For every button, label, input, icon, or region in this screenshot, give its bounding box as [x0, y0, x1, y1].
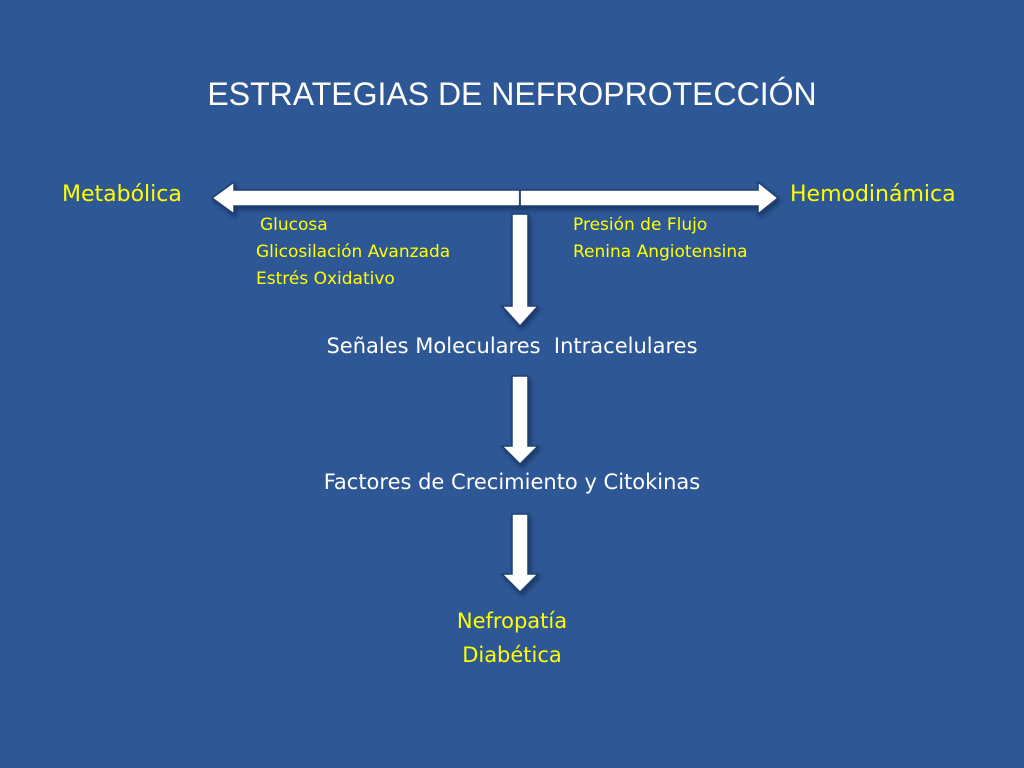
hemodynamic-factors-list: Presión de Flujo Renina Angiotensina — [573, 212, 748, 266]
down-arrow-2 — [500, 375, 540, 466]
slide-title: ESTRATEGIAS DE NEFROPROTECCIÓN — [207, 76, 817, 112]
metabolic-factor-item: Estrés Oxidativo — [256, 269, 395, 289]
growth-factors-step: Factores de Crecimiento y Citokinas — [323, 470, 701, 494]
right-arrow — [519, 180, 780, 216]
metabolic-label: Metabólica — [62, 182, 182, 207]
molecular-signals-step: Señales Moleculares Intracelulares — [326, 334, 698, 358]
outcome-box: Nefropatía Diabética — [0, 604, 1024, 672]
hemodynamic-factor-item: Presión de Flujo — [573, 215, 708, 235]
down-arrow-1 — [500, 213, 540, 328]
down-arrow-3 — [500, 513, 540, 594]
left-arrow — [210, 180, 521, 216]
metabolic-factors-list: Glucosa Glicosilación Avanzada Estrés Ox… — [256, 212, 450, 293]
outcome-line-2: Diabética — [462, 643, 562, 667]
outcome-line-1: Nefropatía — [456, 609, 568, 633]
metabolic-factor-item: Glicosilación Avanzada — [256, 242, 451, 262]
hemodynamic-factor-item: Renina Angiotensina — [573, 242, 748, 262]
hemodynamic-label: Hemodinámica — [790, 182, 956, 207]
metabolic-factor-item: Glucosa — [260, 215, 328, 235]
